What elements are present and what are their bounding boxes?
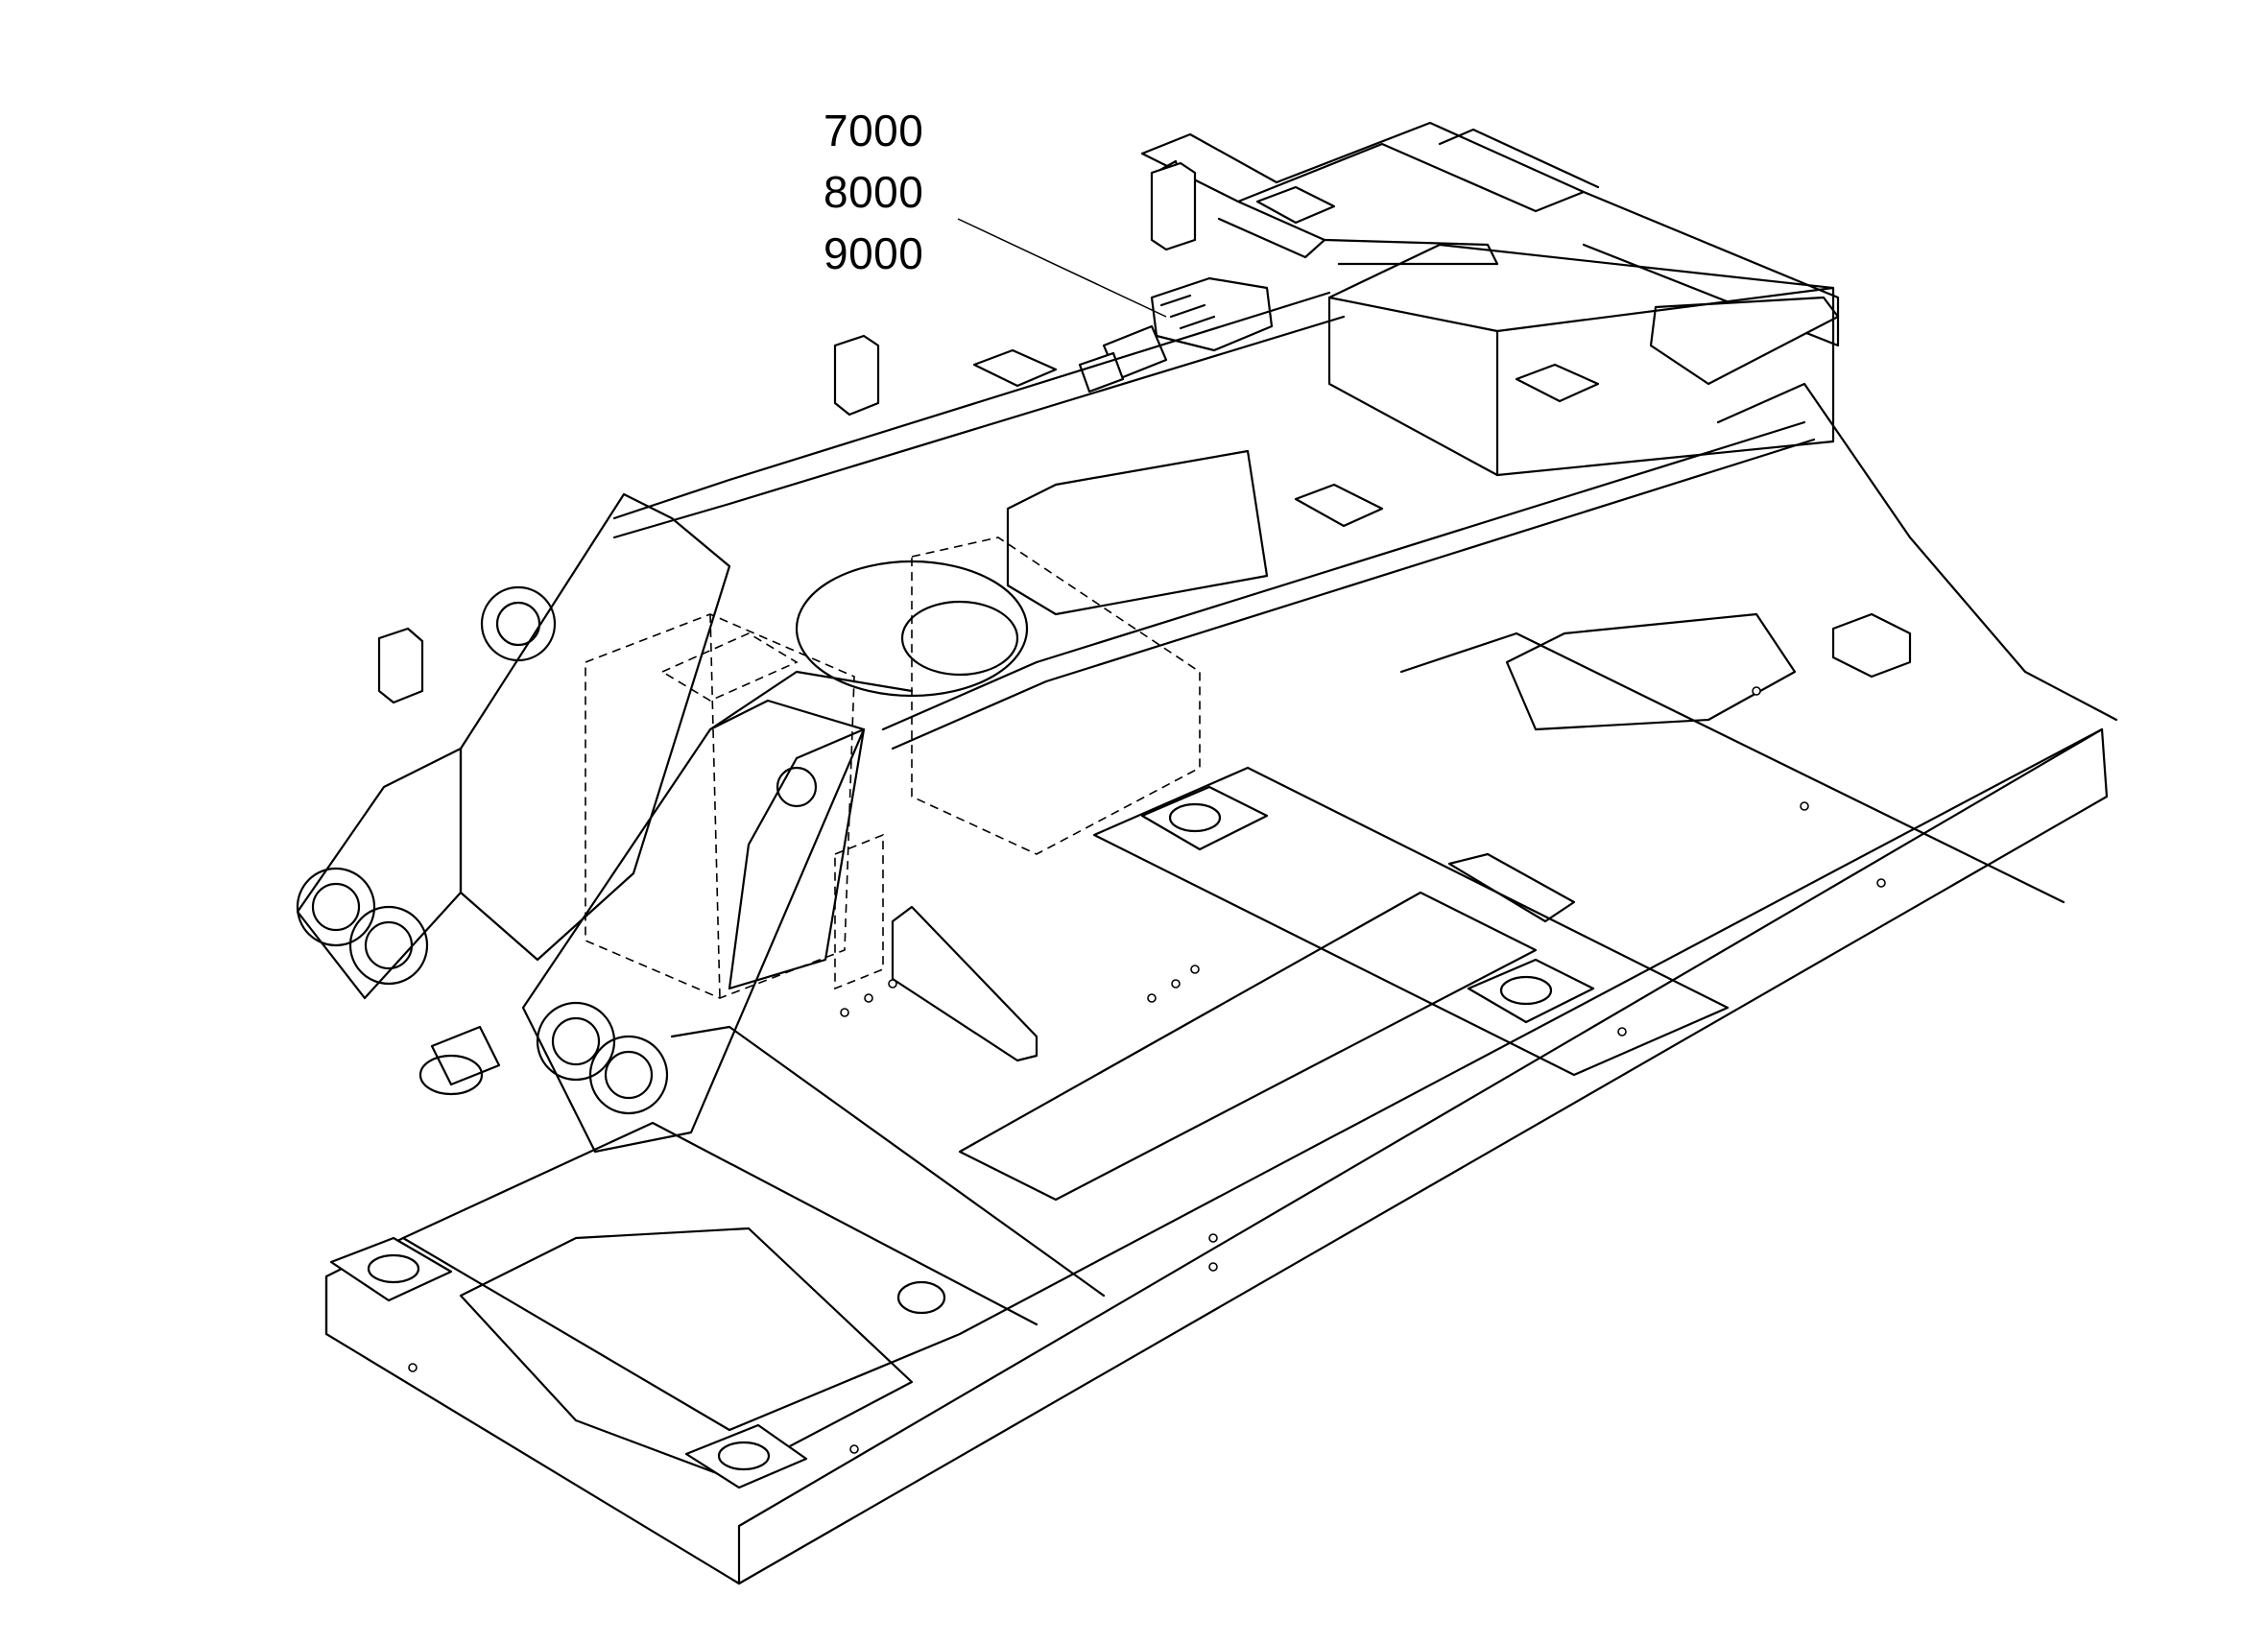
bolt-holes <box>408 686 1886 1454</box>
mounting-pads <box>377 161 1912 704</box>
callout-8000: 8000 <box>824 167 924 217</box>
boom-mount <box>296 492 914 1154</box>
callout-9000: 9000 <box>824 228 924 278</box>
hidden-lines <box>585 536 1201 999</box>
callout-labels: 7000 8000 9000 <box>824 100 923 284</box>
rear-crossmember <box>1140 121 1840 386</box>
side-rail <box>612 291 2118 751</box>
motor-assembly <box>957 218 1274 393</box>
floor-openings <box>459 612 1797 1480</box>
upper-housing <box>1006 243 1835 616</box>
gusset <box>891 905 1039 1062</box>
lower-chassis <box>324 631 2109 1585</box>
callout-7000: 7000 <box>824 106 924 155</box>
corner-mounts <box>329 785 1595 1489</box>
swing-ring <box>795 560 1029 698</box>
